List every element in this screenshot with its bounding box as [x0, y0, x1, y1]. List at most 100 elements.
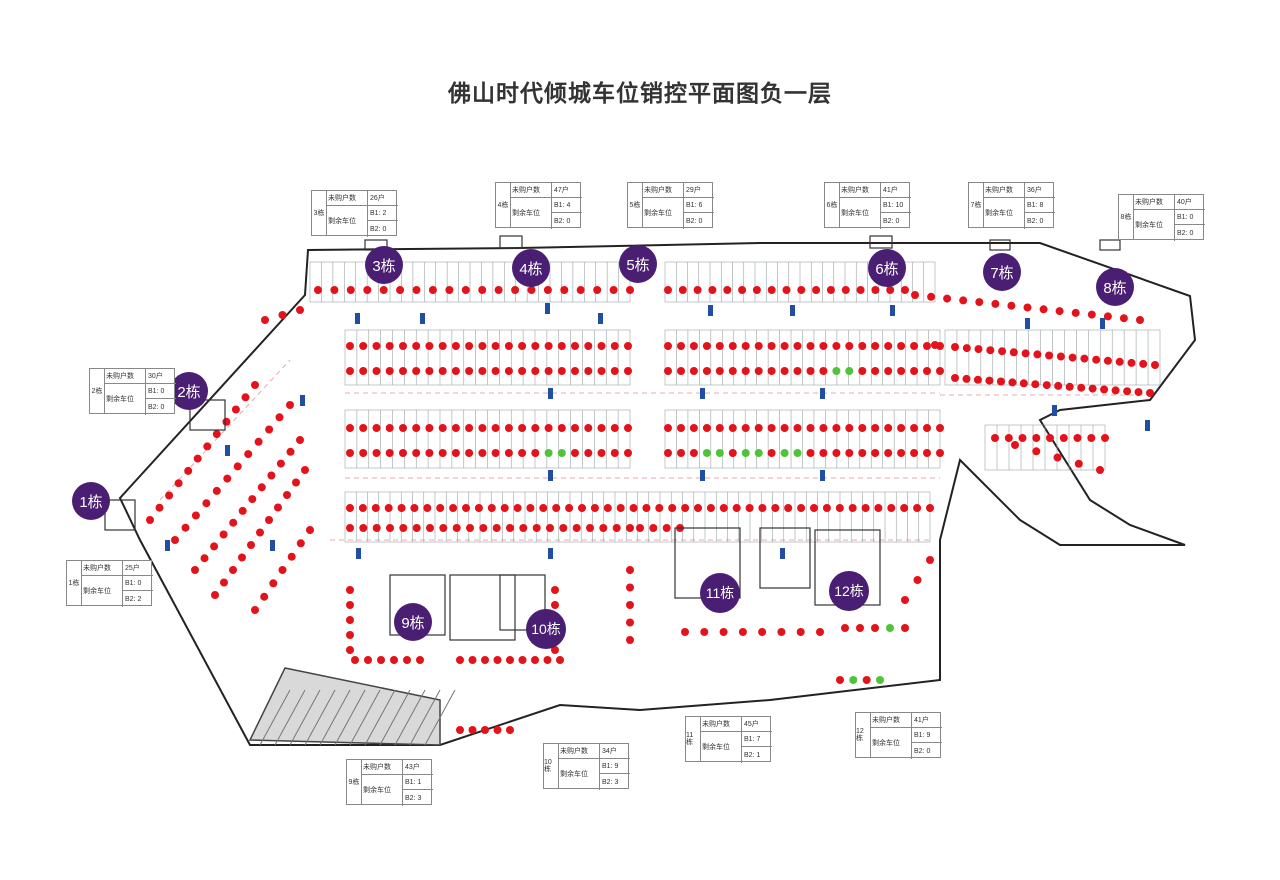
info-table-building-11: 11栋 未购户数 45户 剩余车位 B1: 7 B2: 1 [685, 716, 772, 763]
sold-parking-spot [244, 450, 253, 459]
sold-parking-spot [826, 286, 835, 294]
sold-parking-spot [832, 449, 841, 457]
sold-parking-spot [728, 424, 737, 432]
sold-parking-spot [677, 424, 685, 432]
sold-parking-spot [426, 524, 434, 532]
info-remaining-label: 剩余车位 [700, 732, 742, 763]
sold-parking-spot [694, 504, 702, 512]
available-parking-spot [832, 367, 841, 375]
sold-parking-spot [539, 504, 548, 512]
lane-sign [165, 540, 170, 551]
sold-parking-spot [871, 424, 880, 432]
available-parking-spot [849, 676, 858, 684]
sold-parking-spot [1151, 361, 1159, 369]
available-parking-spot [741, 449, 750, 457]
sold-parking-spot [511, 286, 520, 294]
info-unsold-label: 未购户数 [326, 191, 368, 206]
building-marker-3[interactable]: 3栋 [365, 246, 403, 284]
info-building-name: 7栋 [969, 183, 984, 227]
sold-parking-spot [399, 424, 407, 432]
sold-parking-spot [856, 624, 864, 632]
info-b2-value: B2: 0 [148, 403, 165, 411]
sold-parking-spot [1019, 379, 1028, 388]
sold-parking-spot [887, 504, 896, 512]
sold-parking-spot [478, 367, 487, 375]
sold-parking-spot [238, 506, 247, 515]
sold-parking-spot [662, 524, 671, 532]
sold-parking-spot [986, 346, 995, 355]
sold-parking-spot [479, 524, 488, 532]
sold-parking-spot [278, 311, 287, 319]
sold-parking-spot [974, 345, 983, 354]
sold-parking-spot [210, 542, 219, 551]
sold-parking-spot [597, 342, 606, 350]
sold-parking-spot [451, 342, 460, 350]
building-marker-10[interactable]: 10栋 [526, 609, 566, 649]
sold-parking-spot [664, 286, 672, 294]
lane-sign [1145, 420, 1150, 431]
sold-parking-spot [301, 466, 309, 474]
sold-parking-spot [816, 628, 824, 636]
info-b1-value: B1: 9 [600, 759, 630, 774]
sold-parking-spot [212, 430, 221, 439]
sold-parking-spot [612, 524, 621, 532]
building-marker-5[interactable]: 5栋 [619, 245, 657, 283]
sold-parking-spot [439, 524, 448, 532]
sold-parking-spot [260, 592, 269, 601]
sold-parking-spot [767, 342, 776, 350]
sold-parking-spot [466, 524, 474, 532]
sold-parking-spot [973, 375, 982, 384]
sold-parking-spot [1077, 383, 1086, 392]
sold-parking-spot [359, 342, 368, 350]
building-marker-12[interactable]: 12栋 [829, 571, 869, 611]
info-b1-value: B1: 4 [552, 198, 582, 213]
info-unsold-value: 41户 [881, 183, 911, 198]
sold-parking-spot [506, 656, 514, 664]
sold-parking-spot [832, 424, 841, 432]
info-remaining-label: 剩余车位 [642, 198, 684, 229]
sold-parking-spot [506, 524, 514, 532]
sold-parking-spot [706, 504, 715, 512]
sold-parking-spot [251, 606, 259, 614]
sold-parking-spot [465, 449, 474, 457]
sold-parking-spot [452, 524, 461, 532]
sold-parking-spot [719, 628, 728, 636]
sold-parking-spot [155, 503, 164, 512]
sold-parking-spot [590, 504, 599, 512]
sold-parking-spot [423, 504, 432, 512]
building-marker-6[interactable]: 6栋 [868, 249, 906, 287]
sold-parking-spot [845, 424, 854, 432]
sold-parking-spot [346, 631, 354, 639]
sold-parking-spot [752, 286, 761, 294]
sold-parking-spot [557, 424, 566, 432]
building-marker-11[interactable]: 11栋 [700, 573, 740, 613]
info-b2-value: B2: 0 [370, 225, 387, 233]
sold-parking-spot [923, 367, 931, 375]
sold-parking-spot [519, 524, 528, 532]
sold-parking-spot [719, 504, 728, 512]
sold-parking-spot [518, 424, 527, 432]
sold-parking-spot [862, 676, 871, 684]
sold-parking-spot [386, 524, 394, 532]
info-unsold-label: 未购户数 [104, 369, 146, 384]
info-unsold-label: 未购户数 [510, 183, 552, 198]
available-parking-spot [544, 449, 553, 457]
sold-parking-spot [1032, 447, 1041, 456]
building-marker-1[interactable]: 1栋 [72, 482, 110, 520]
sold-parking-spot [491, 449, 500, 457]
sold-parking-spot [363, 286, 372, 294]
building-marker-2[interactable]: 2栋 [170, 372, 208, 410]
sold-parking-spot [191, 566, 199, 574]
building-marker-9[interactable]: 9栋 [394, 603, 432, 641]
sold-parking-spot [871, 286, 880, 294]
building-marker-7[interactable]: 7栋 [983, 253, 1021, 291]
building-marker-4[interactable]: 4栋 [512, 249, 550, 287]
sold-parking-spot [626, 566, 634, 574]
sold-parking-spot [728, 342, 737, 350]
building-marker-8[interactable]: 8栋 [1096, 268, 1134, 306]
sold-parking-spot [546, 524, 554, 532]
sold-parking-spot [256, 528, 264, 537]
sold-parking-spot [951, 374, 959, 382]
sold-parking-spot [346, 449, 354, 457]
sold-parking-spot [468, 656, 477, 664]
